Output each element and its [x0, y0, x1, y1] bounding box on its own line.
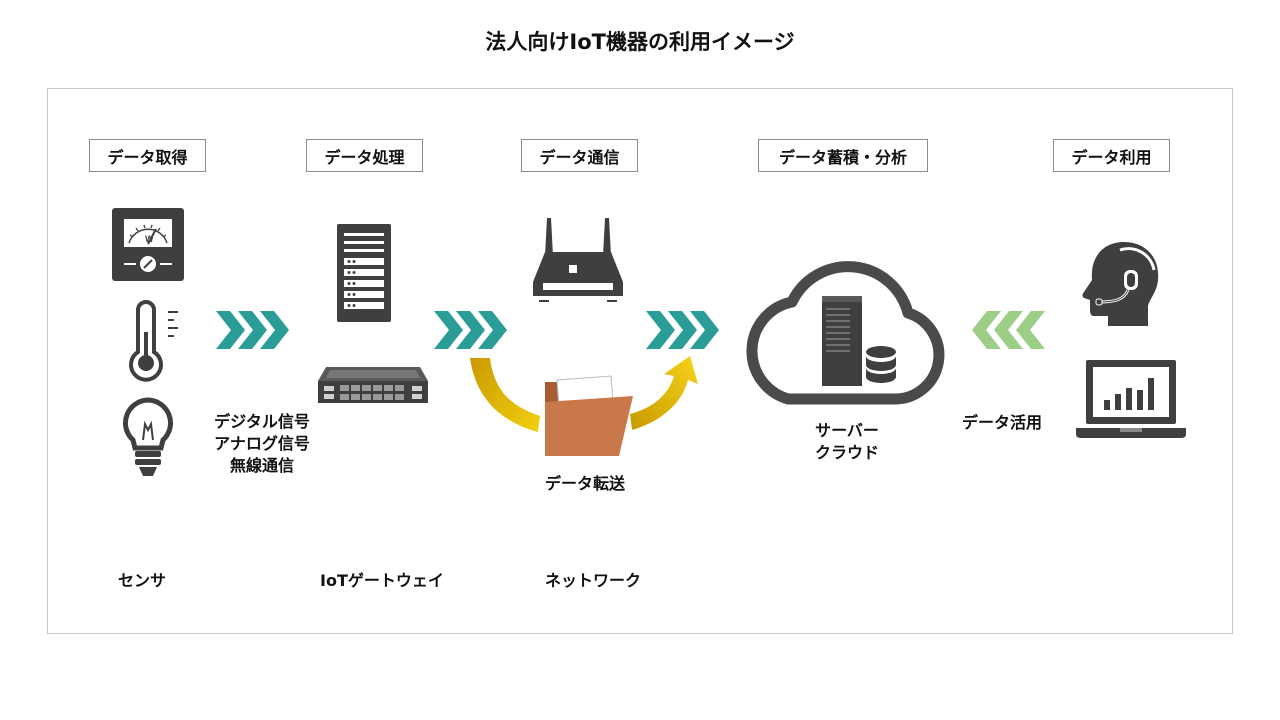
stage-data-processing: データ処理 — [306, 139, 423, 172]
laptop-chart-icon — [1076, 360, 1186, 438]
data-transfer-label: データ転送 — [545, 474, 626, 493]
headset-person-icon — [1082, 242, 1159, 326]
diagram-frame — [47, 88, 1233, 634]
thermometer-icon — [129, 300, 178, 382]
cloud-server-icon — [746, 261, 945, 405]
folder-icon — [545, 375, 633, 456]
device-gateway-label: IoTゲートウェイ — [320, 571, 444, 590]
signal-type-analog: アナログ信号 — [214, 434, 310, 453]
server-tower-icon — [337, 224, 391, 322]
signal-type-digital: デジタル信号 — [214, 412, 310, 431]
signal-type-wireless: 無線通信 — [229, 456, 294, 475]
curved-arrow-up-icon — [630, 356, 698, 430]
device-network-label: ネットワーク — [545, 571, 642, 590]
data-utilization-label: データ活用 — [962, 413, 1043, 432]
curved-arrow-down-icon — [470, 358, 540, 432]
lightbulb-icon — [122, 397, 174, 476]
diagram-title: 法人向けIoT機器の利用イメージ — [485, 30, 795, 54]
chevron-right-arrows-icon — [216, 311, 289, 349]
chevron-left-arrows-icon — [972, 311, 1045, 349]
cloud-label: クラウド — [814, 443, 879, 462]
chevron-right-arrows-icon — [434, 311, 507, 349]
device-sensor-label: センサ — [118, 571, 167, 590]
stage-data-storage-analysis: データ蓄積・分析 — [758, 139, 928, 172]
chevron-right-arrows-icon — [646, 311, 719, 349]
stage-data-acquisition: データ取得 — [89, 139, 206, 172]
server-label: サーバー — [815, 421, 879, 440]
signal-types-label: デジタル信号 アナログ信号 無線通信 — [200, 411, 324, 477]
stage-data-communication: データ通信 — [521, 139, 638, 172]
meter-icon: W — [112, 208, 184, 281]
stage-data-utilization: データ利用 — [1053, 139, 1170, 172]
router-icon — [533, 218, 623, 302]
svg-text:W: W — [145, 234, 154, 244]
rack-server-icon — [318, 367, 428, 403]
server-cloud-label: サーバー クラウド — [800, 420, 894, 464]
